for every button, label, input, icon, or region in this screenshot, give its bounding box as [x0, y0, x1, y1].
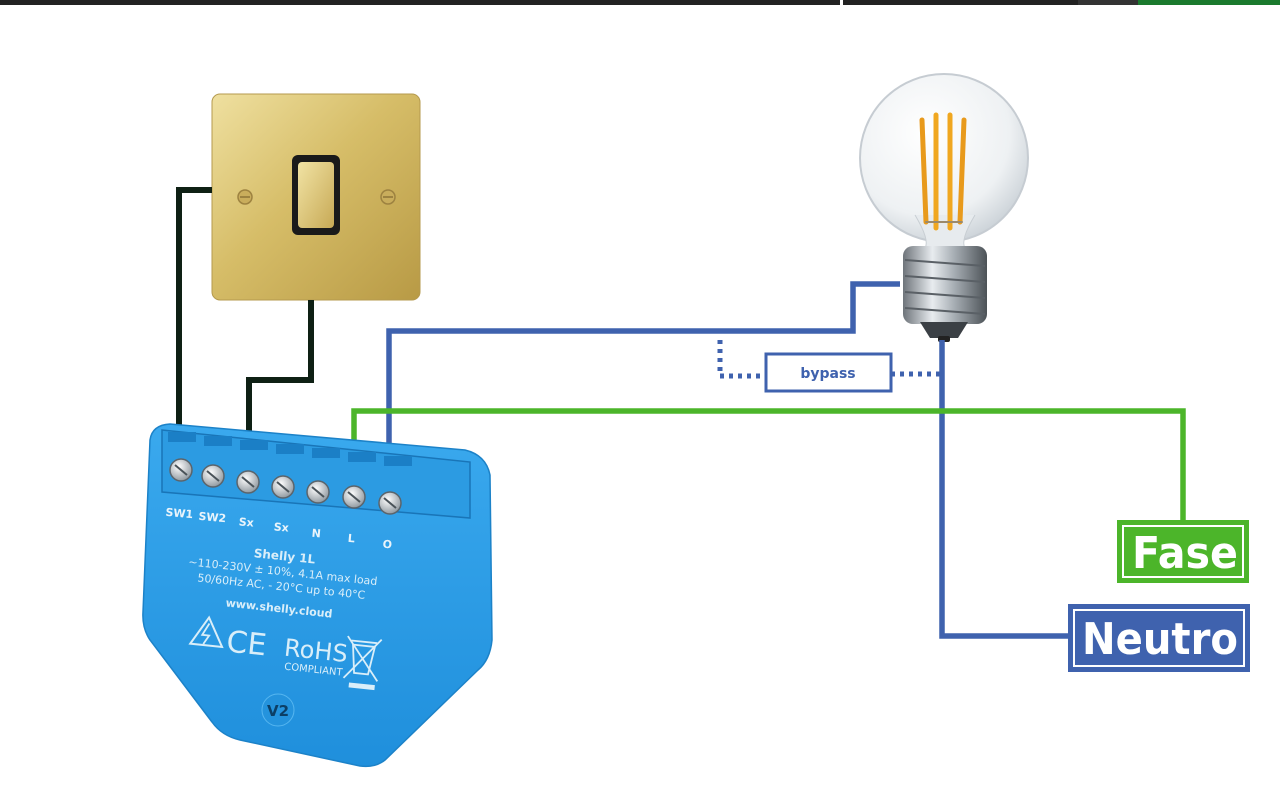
terminal-label-sx2: Sx — [273, 520, 289, 534]
bulb-contact — [920, 322, 968, 338]
terminal-label-sw2: SW2 — [198, 510, 227, 525]
phase-label-box: Fase — [1117, 520, 1249, 583]
phase-label: Fase — [1132, 528, 1238, 579]
bypass-box — [764, 352, 893, 393]
neutral-wire — [939, 340, 1070, 639]
warning-triangle-icon — [188, 615, 224, 649]
neutral-wires — [386, 281, 1070, 639]
bypass-label: bypass — [800, 366, 855, 382]
bulb-filaments — [919, 112, 967, 231]
top-bar-mid-segment — [1078, 0, 1138, 5]
weee-bin-icon — [342, 635, 383, 682]
terminal-label-n: N — [311, 527, 321, 541]
top-bar-accent-segment — [1138, 0, 1280, 5]
top-bar-dark-segment — [0, 0, 840, 5]
terminal-label-sw1: SW1 — [165, 506, 194, 521]
switch-wire-sw1 — [176, 187, 212, 468]
output-to-bulb-wire — [386, 281, 900, 500]
module-model: Shelly 1L — [253, 546, 316, 566]
terminal-label-o: O — [382, 538, 392, 552]
terminal-label-l: L — [347, 532, 355, 546]
module-version: V2 — [267, 702, 289, 720]
neutral-label-box: Neutro — [1068, 604, 1250, 672]
bypass-dotted-left — [717, 340, 766, 379]
module-version-badge — [261, 693, 295, 727]
module-terminal-labels: SW1 SW2 Sx Sx N L O — [165, 506, 393, 552]
light-bulb — [859, 73, 1029, 342]
shelly-module: SW1 SW2 Sx Sx N L O Shelly 1L ~110-230V … — [142, 423, 493, 768]
top-bar-light-segment — [843, 0, 1078, 5]
rohs-mark: RoHS — [283, 634, 349, 668]
top-progress-bar — [0, 0, 1280, 5]
neutral-label: Neutro — [1082, 614, 1238, 665]
ce-mark: CE — [225, 625, 268, 664]
module-certifications: CE RoHS COMPLIANT — [188, 615, 383, 691]
light-switch — [211, 93, 421, 301]
terminal-label-sx1: Sx — [238, 515, 254, 529]
bypass-connection: bypass — [717, 340, 940, 393]
switch-rocker — [298, 162, 334, 228]
